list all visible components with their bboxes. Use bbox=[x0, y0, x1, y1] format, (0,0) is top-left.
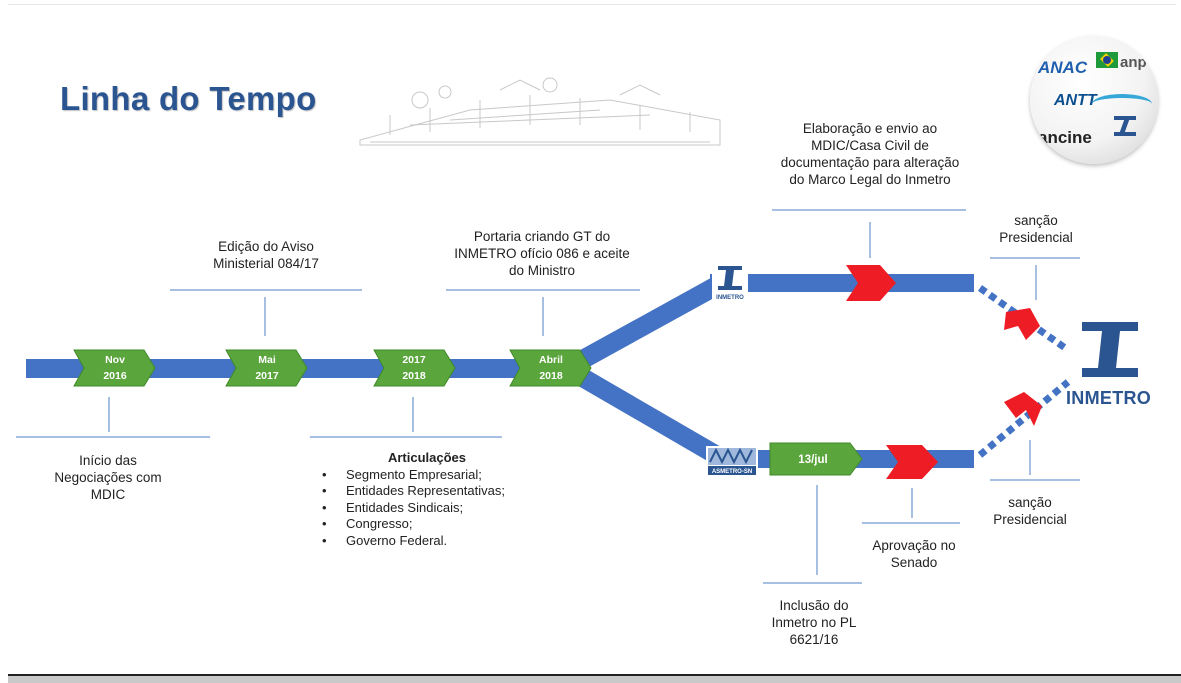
callout-lines bbox=[16, 209, 1080, 584]
label-inicio: Início das Negociações com MDIC bbox=[54, 453, 162, 502]
anp-logo: anp bbox=[1120, 54, 1147, 71]
slide bbox=[8, 4, 1176, 673]
label-sancao-bottom: sanção Presidencial bbox=[993, 495, 1067, 527]
articulacoes-title: Articulações bbox=[387, 450, 467, 465]
step-mai-2017: Mai 2017 bbox=[225, 349, 308, 387]
step-label-line1: 13/jul bbox=[798, 454, 827, 466]
asmetro-text: ASMETRO-SN bbox=[712, 469, 752, 475]
step-label-line2: 2017 bbox=[255, 370, 279, 382]
brazil-flag-icon bbox=[1096, 52, 1118, 68]
label-aprovacao: Aprovação no Senado bbox=[872, 538, 956, 570]
step-label-line2: 2016 bbox=[103, 370, 127, 382]
lower-branch bbox=[575, 367, 721, 464]
step-label-line2: 2018 bbox=[539, 370, 563, 382]
step-label-line1: Abril bbox=[539, 354, 563, 366]
red-arrow-upper bbox=[846, 265, 896, 301]
red-arrow-sancao-bottom bbox=[1004, 392, 1042, 426]
inmetro-small-logo: INMETRO bbox=[712, 264, 748, 302]
articulacoes-list: Segmento Empresarial; Entidades Represen… bbox=[312, 467, 552, 550]
list-item: Congresso; bbox=[322, 516, 552, 533]
list-item: Governo Federal. bbox=[322, 533, 552, 550]
inmetro-mini-icon bbox=[1114, 116, 1136, 136]
ancine-logo: ancine bbox=[1038, 128, 1092, 147]
step-label-line1: 2017 bbox=[402, 354, 426, 366]
step-13-jul: 13/jul bbox=[769, 442, 863, 476]
upper-branch bbox=[575, 277, 721, 370]
anac-logo: ANAC bbox=[1038, 58, 1088, 77]
label-portaria: Portaria criando GT do INMETRO ofício 08… bbox=[454, 229, 630, 278]
step-label-line2: 2018 bbox=[402, 370, 426, 382]
red-arrow-sancao-top bbox=[1004, 308, 1040, 340]
label-elaboracao: Elaboração e envio ao MDIC/Casa Civil de… bbox=[780, 121, 960, 187]
page-title: Linha do Tempo bbox=[60, 80, 317, 117]
label-sancao-top: sanção Presidencial bbox=[999, 213, 1073, 245]
antt-logo: ANTT bbox=[1054, 92, 1097, 109]
upper-track bbox=[710, 274, 974, 292]
building-sketch-image bbox=[359, 77, 721, 146]
step-label-line1: Nov bbox=[105, 354, 125, 366]
label-inclusao: Inclusão do Inmetro no PL 6621/16 bbox=[771, 598, 857, 647]
inmetro-brand-text: INMETRO bbox=[1066, 388, 1152, 408]
inmetro-logo-icon bbox=[1082, 322, 1138, 377]
wave-icon bbox=[1092, 94, 1152, 114]
label-aviso: Edição do Aviso Ministerial 084/17 bbox=[213, 239, 319, 271]
articulacoes-block: Articulações Segmento Empresarial; Entid… bbox=[312, 450, 552, 549]
list-item: Segmento Empresarial; bbox=[322, 467, 552, 484]
inmetro-small-text: INMETRO bbox=[716, 295, 744, 301]
red-arrow-lower bbox=[886, 445, 938, 479]
list-item: Entidades Sindicais; bbox=[322, 500, 552, 517]
step-2017-2018: 2017 2018 bbox=[373, 349, 456, 387]
asmetro-logo: ASMETRO-SN bbox=[706, 446, 758, 476]
agency-logos-image: anp ANAC ANTT ancine bbox=[1030, 36, 1158, 164]
bottom-bar bbox=[8, 674, 1181, 683]
step-abril-2018: Abril 2018 bbox=[509, 349, 592, 387]
step-nov-2016: Nov 2016 bbox=[73, 349, 156, 387]
list-item: Entidades Representativas; bbox=[322, 483, 552, 500]
step-label-line1: Mai bbox=[258, 354, 276, 366]
